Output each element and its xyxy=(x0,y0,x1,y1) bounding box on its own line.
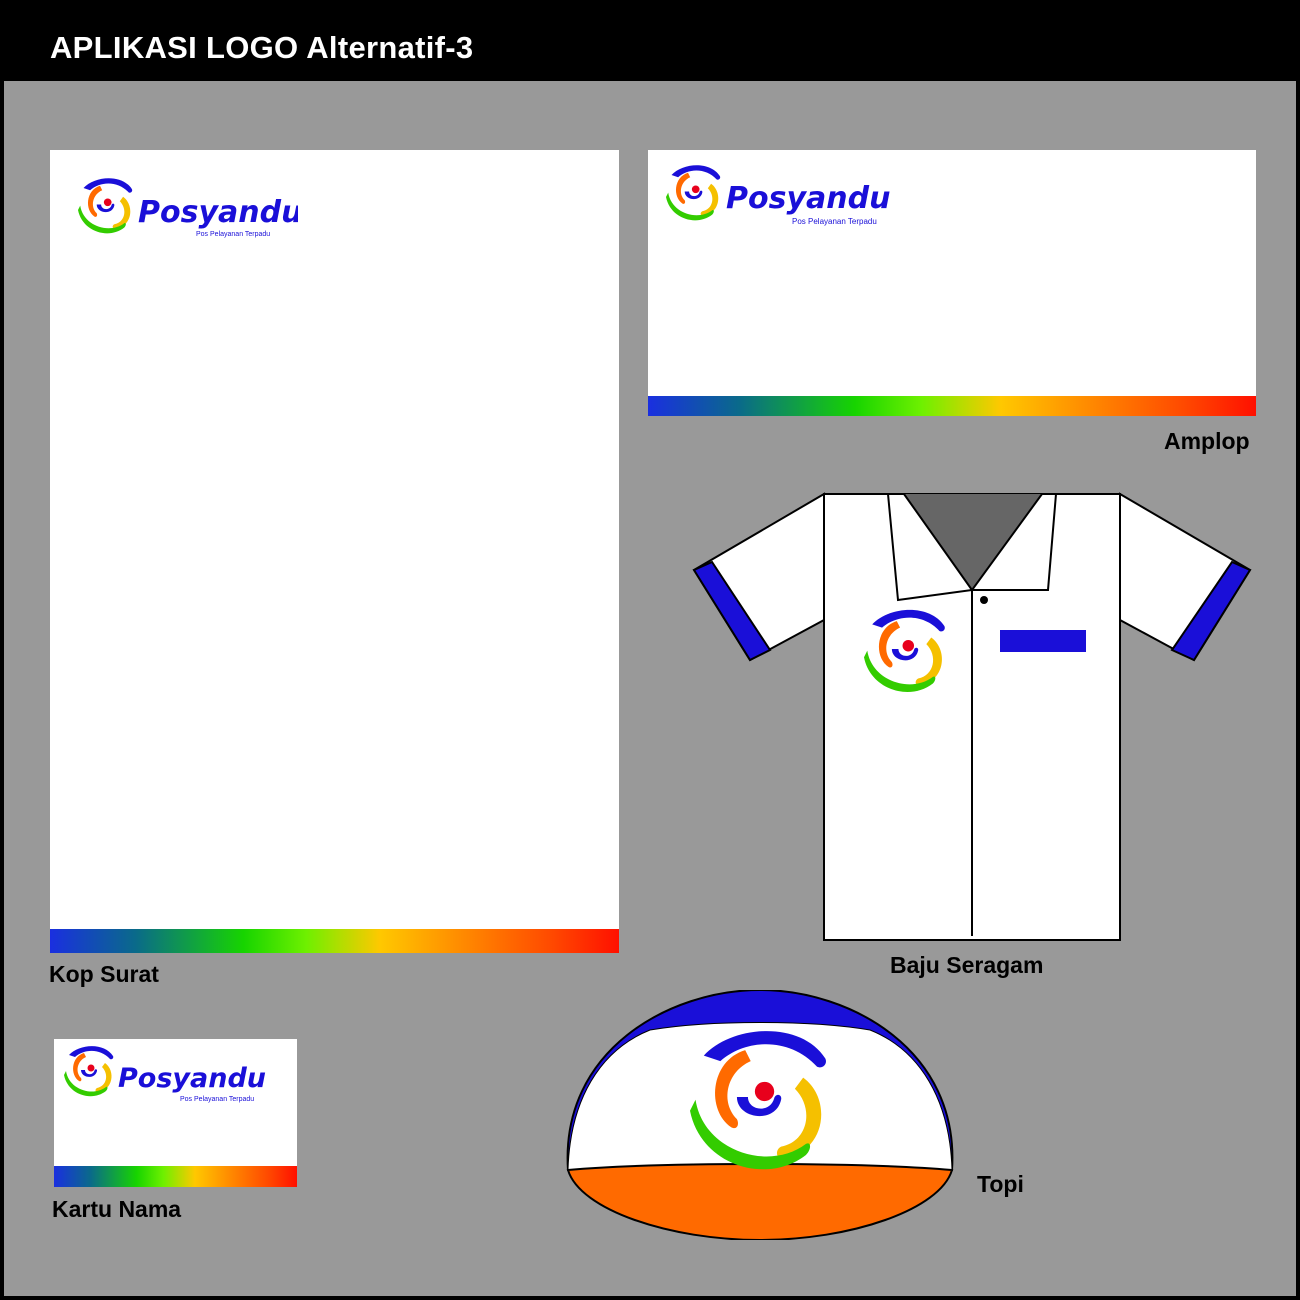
brand-wordmark: Posyandu xyxy=(726,181,890,216)
business-card-logo: Posyandu Pos Pelayanan Terpadu xyxy=(64,1046,266,1103)
envelope-label: Amplop xyxy=(1164,428,1250,454)
letterhead-gradient-strip xyxy=(50,929,619,953)
letterhead-logo: Posyandu Pos Pelayanan Terpadu xyxy=(78,178,298,238)
brand-tagline: Pos Pelayanan Terpadu xyxy=(196,231,270,238)
name-plate xyxy=(1000,630,1086,652)
cap-mockup xyxy=(566,990,954,1240)
letterhead-mockup: Posyandu Pos Pelayanan Terpadu xyxy=(50,150,619,953)
uniform-shirt-mockup xyxy=(692,492,1252,941)
business-card-label: Kartu Nama xyxy=(52,1196,182,1222)
envelope-gradient-strip xyxy=(648,396,1256,416)
envelope-logo: Posyandu Pos Pelayanan Terpadu xyxy=(666,165,890,226)
brand-wordmark: Posyandu xyxy=(138,195,298,230)
brand-wordmark: Posyandu xyxy=(118,1063,266,1094)
envelope-mockup: Posyandu Pos Pelayanan Terpadu xyxy=(648,150,1256,416)
swirl-logo-icon xyxy=(64,1046,114,1097)
business-card-gradient-strip xyxy=(54,1166,297,1187)
swirl-logo-icon xyxy=(666,165,721,221)
brand-tagline: Pos Pelayanan Terpadu xyxy=(180,1096,254,1103)
page-title: APLIKASI LOGO Alternatif-3 xyxy=(50,30,474,65)
shirt-button xyxy=(980,596,988,604)
swirl-logo-icon xyxy=(78,178,133,234)
right-sleeve-cuff xyxy=(1170,560,1252,662)
uniform-label: Baju Seragam xyxy=(890,952,1044,978)
shirt-neck-opening xyxy=(904,494,1042,590)
brand-tagline: Pos Pelayanan Terpadu xyxy=(792,217,877,226)
collar-right xyxy=(970,493,1058,591)
business-card-mockup: Posyandu Pos Pelayanan Terpadu xyxy=(54,1039,297,1187)
title-bar: APLIKASI LOGO Alternatif-3 xyxy=(0,0,1300,80)
letterhead-label: Kop Surat xyxy=(49,961,159,987)
cap-brim xyxy=(566,1163,954,1240)
left-sleeve-cuff xyxy=(692,560,772,662)
cap-label: Topi xyxy=(977,1171,1024,1197)
